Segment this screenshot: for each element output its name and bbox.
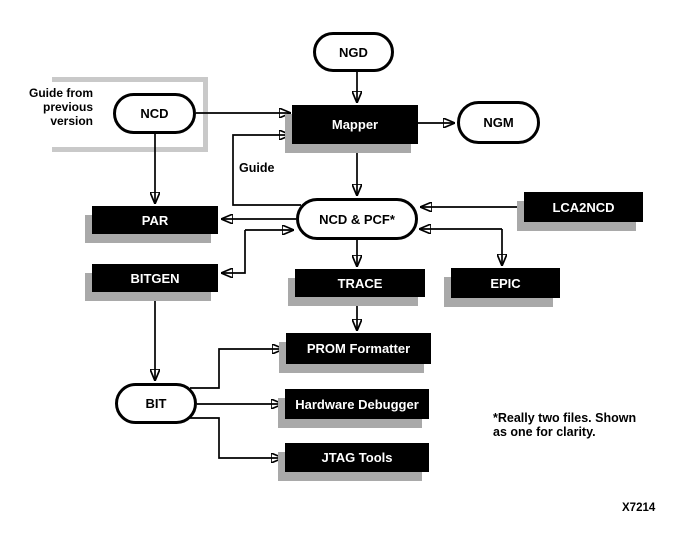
node-ncd: NCD: [113, 93, 196, 134]
node-ngm: NGM: [457, 101, 540, 144]
node-epic-label: EPIC: [490, 275, 521, 291]
node-ngd: NGD: [313, 32, 394, 72]
node-trace-label: TRACE: [337, 275, 383, 291]
node-lca2ncd-label: LCA2NCD: [552, 199, 615, 215]
node-jtag-tools: JTAG Tools: [285, 443, 429, 472]
edge-bit-to-prom: [190, 349, 284, 389]
node-prom-formatter: PROM Formatter: [286, 333, 431, 364]
figure-id: X7214: [622, 502, 656, 514]
guide-source-label: Guide from previous version: [28, 86, 93, 128]
node-jtag-tools-label: JTAG Tools: [321, 450, 393, 465]
node-trace: TRACE: [295, 269, 425, 297]
node-ngm-label: NGM: [483, 115, 514, 130]
node-bitgen-label: BITGEN: [130, 270, 180, 286]
footnote: *Really two files. Shown as one for clar…: [493, 411, 637, 439]
node-ngd-label: NGD: [339, 44, 368, 60]
node-ncd-label: NCD: [140, 106, 169, 121]
guide-frame: [52, 77, 208, 152]
node-ncd-pcf-label: NCD & PCF*: [319, 211, 395, 227]
node-mapper: Mapper: [292, 105, 418, 144]
node-bit-label: BIT: [145, 396, 167, 411]
node-mapper-label: Mapper: [331, 117, 379, 132]
node-par: PAR: [92, 206, 218, 234]
node-hardware-debugger: Hardware Debugger: [285, 389, 429, 419]
node-ncd-pcf: NCD & PCF*: [296, 198, 418, 240]
node-bitgen: BITGEN: [92, 264, 218, 292]
node-lca2ncd: LCA2NCD: [524, 192, 643, 222]
node-par-label: PAR: [141, 212, 169, 228]
node-hardware-debugger-label: Hardware Debugger: [295, 396, 419, 412]
node-bit: BIT: [115, 383, 197, 424]
node-prom-formatter-label: PROM Formatter: [306, 341, 411, 356]
guide-edge-label: Guide: [239, 161, 275, 175]
edge-bit-to-jtag: [188, 417, 283, 458]
node-epic: EPIC: [451, 268, 560, 298]
edge-ncdpcf-link-to-bitgen: [221, 230, 246, 273]
